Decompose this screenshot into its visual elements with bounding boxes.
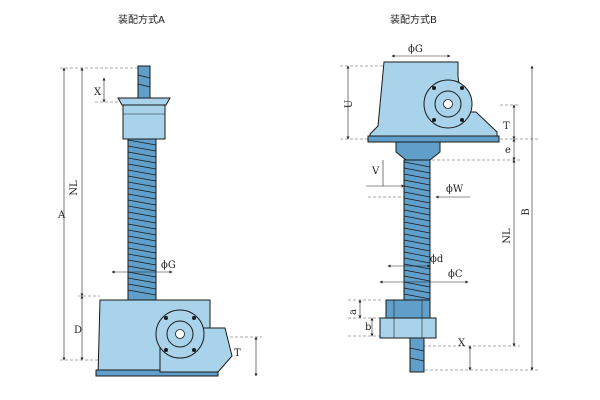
bottom-stub-b bbox=[409, 337, 425, 373]
title-assembly-b: 装配方式B bbox=[390, 13, 437, 26]
dim-g-b-label: ϕG bbox=[408, 44, 423, 55]
dim-c-label: ϕC bbox=[448, 269, 463, 280]
dim-t-a-label: T bbox=[234, 348, 241, 359]
dim-x-a-label: X bbox=[94, 87, 102, 98]
dim-d-label: D bbox=[74, 325, 82, 336]
dim-b-label: B bbox=[521, 208, 532, 215]
title-assembly-a: 装配方式A bbox=[118, 13, 165, 26]
dim-e-label: e bbox=[505, 145, 511, 156]
dim-v-label: V bbox=[371, 166, 380, 177]
base-plate-a bbox=[95, 369, 219, 377]
dim-u-label: U bbox=[344, 100, 355, 108]
dim-g-a-label: ϕG bbox=[161, 260, 176, 271]
dim-a-label: A bbox=[57, 210, 66, 221]
dim-x-b-label: X bbox=[458, 338, 466, 349]
dim-nl-a-label: NL bbox=[69, 180, 80, 196]
assembly-a: 装配方式A A NL D bbox=[57, 13, 262, 377]
dim-d-b-label: ϕd bbox=[430, 254, 444, 265]
assembly-b: 装配方式B bbox=[340, 13, 540, 373]
nut-a bbox=[122, 104, 166, 140]
collar-b bbox=[395, 141, 441, 161]
top-stub-a bbox=[137, 65, 151, 99]
travelling-nut-b bbox=[379, 317, 437, 339]
dim-a-small-label: a bbox=[348, 309, 359, 315]
dim-b-small-label: b bbox=[365, 322, 371, 333]
dim-nl-b-label: NL bbox=[502, 228, 513, 244]
dim-w-label: ϕW bbox=[446, 184, 464, 195]
dim-t-b-label: T bbox=[503, 121, 510, 132]
